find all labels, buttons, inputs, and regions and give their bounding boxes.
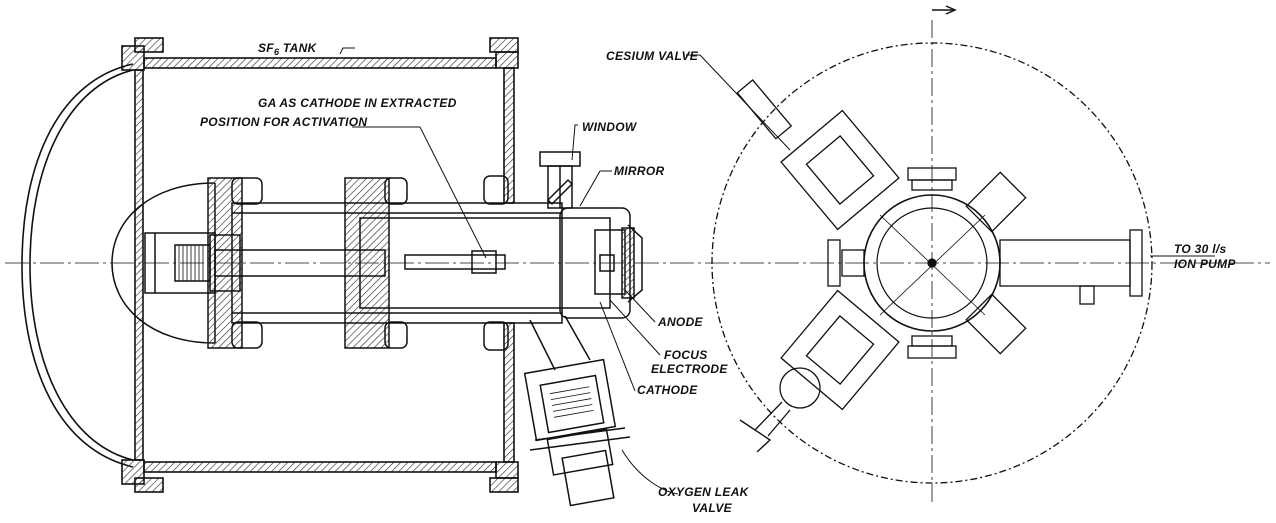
ion-pump-label-line1: TO 30 l/s bbox=[1174, 242, 1227, 256]
electron-gun-dome bbox=[111, 175, 509, 351]
mirror-label: MIRROR bbox=[614, 164, 665, 178]
sf6-suffix: TANK bbox=[279, 41, 317, 55]
sf6-prefix: SF bbox=[258, 41, 274, 55]
sf6-tank-label: SF6 TANK bbox=[258, 41, 317, 58]
oxygen-leak-valve bbox=[523, 315, 631, 507]
sf6-subscript: 6 bbox=[273, 47, 280, 57]
focus-electrode-label-line1: FOCUS bbox=[664, 348, 708, 362]
cesium-valve-label: CESIUM VALVE bbox=[606, 49, 699, 63]
anode-label: ANODE bbox=[658, 315, 703, 329]
vacuum-chamber bbox=[711, 5, 1153, 505]
cathode-extracted-label-line1: GA AS CATHODE IN EXTRACTED bbox=[258, 96, 457, 110]
sf6-tank bbox=[21, 37, 519, 493]
ion-pump-label-line2: ION PUMP bbox=[1174, 257, 1236, 271]
focus-electrode-label-line2: ELECTRODE bbox=[651, 362, 728, 376]
cathode-extracted-label-line2: POSITION FOR ACTIVATION bbox=[200, 115, 368, 129]
oxygen-leak-valve-label-line1: OXYGEN LEAK bbox=[658, 485, 749, 499]
window-port bbox=[539, 151, 581, 209]
oxygen-leak-valve-label-line2: VALVE bbox=[692, 501, 732, 515]
beam-tube bbox=[144, 202, 643, 324]
window-label: WINDOW bbox=[582, 120, 637, 134]
cathode-label: CATHODE bbox=[637, 383, 698, 397]
